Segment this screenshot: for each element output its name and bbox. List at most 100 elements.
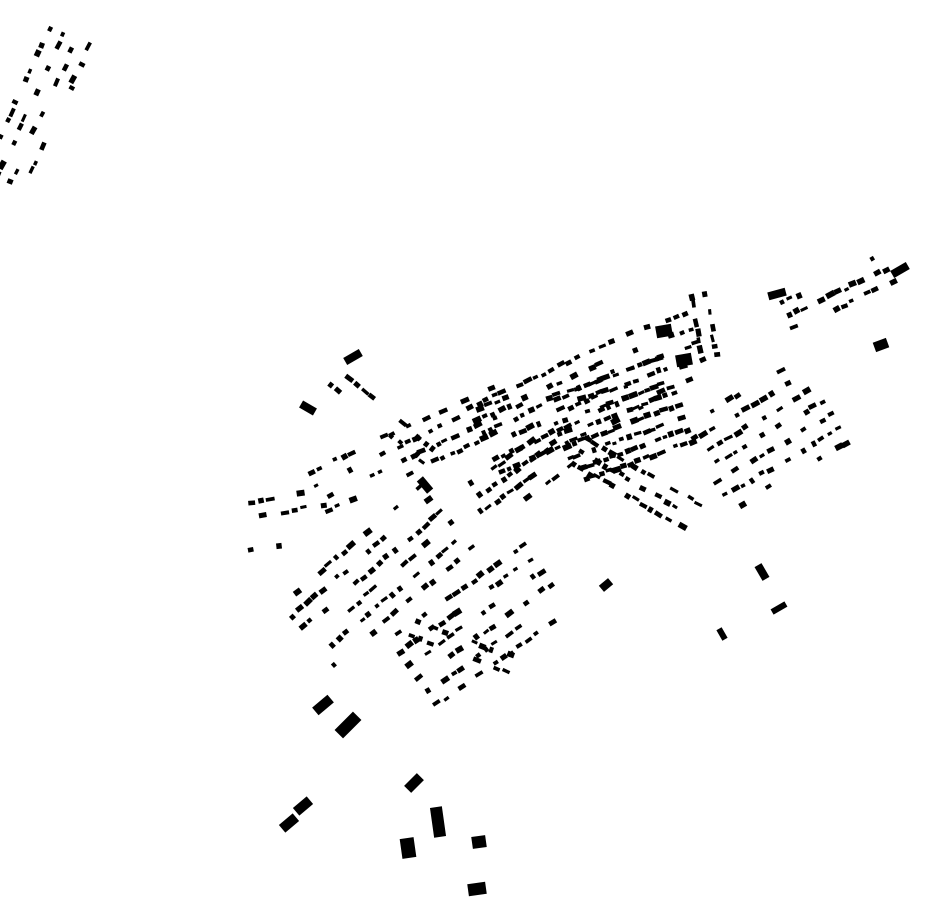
building [506,471,514,478]
building [513,481,524,491]
building [453,557,461,565]
building [33,160,38,166]
building [359,574,368,582]
building [816,455,823,462]
building [653,510,663,519]
building [708,425,716,432]
building [677,414,687,422]
building [6,178,14,185]
building [375,559,384,567]
building [493,422,503,429]
building [303,596,314,607]
building [648,396,657,404]
building [68,74,78,85]
building [481,396,489,404]
building [364,610,372,619]
building [807,402,817,410]
building [321,606,330,615]
building [379,432,389,440]
building [635,416,645,423]
building [478,433,490,443]
building [800,447,807,455]
building [608,386,619,393]
building [435,551,444,560]
building [774,422,783,430]
building [467,479,475,487]
building [612,423,622,431]
building [472,632,481,641]
building [588,348,596,354]
building [574,419,581,425]
building [378,450,387,458]
building [629,416,640,425]
building [27,68,33,75]
building [776,366,786,375]
building [764,483,772,490]
building [506,488,515,495]
building [504,608,515,619]
building [592,457,603,467]
building [491,481,499,488]
building [672,313,680,321]
building [475,404,485,413]
building [540,372,547,378]
building [515,401,524,410]
building [340,452,349,461]
building [600,373,611,382]
building [504,630,514,639]
building [460,583,469,591]
building [602,478,612,486]
building [355,599,363,607]
building [347,449,357,458]
building [306,617,313,624]
building [637,389,645,396]
building [596,375,604,384]
building [519,443,526,451]
building [480,609,487,616]
building [655,387,666,396]
building [381,615,391,624]
large-buildings [278,262,910,897]
building [441,629,450,637]
building [417,635,424,642]
building [415,482,425,491]
building [471,415,483,425]
building [33,49,42,58]
building [599,429,609,437]
building [594,359,604,368]
building [626,461,635,468]
building [504,451,514,461]
building [551,390,561,398]
building [437,638,446,647]
building [444,593,454,602]
building [522,376,533,385]
building [427,428,434,434]
building [776,405,784,413]
building [78,61,86,68]
building [413,673,424,682]
building [873,268,882,277]
building [415,528,423,536]
building [471,835,487,849]
building [834,425,842,431]
building [506,403,513,411]
building [528,455,537,463]
building [527,471,538,481]
building [13,168,20,176]
building [374,603,380,609]
building [598,470,606,477]
building [396,648,406,657]
building [522,476,531,484]
building [333,386,343,395]
building [721,491,728,497]
building [625,329,635,337]
building [629,444,639,453]
building [451,588,462,598]
building [724,452,733,460]
building [664,516,673,523]
building [512,461,522,470]
building [732,449,738,455]
building [816,296,826,305]
building [371,540,381,548]
building [583,435,593,443]
